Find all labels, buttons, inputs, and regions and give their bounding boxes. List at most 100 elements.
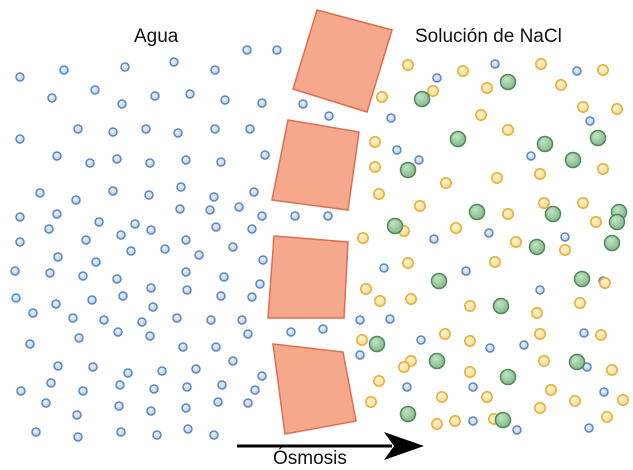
water-molecule xyxy=(99,315,109,325)
sodium-ion xyxy=(481,82,493,94)
water-molecule xyxy=(144,190,154,200)
water-molecule xyxy=(211,342,221,352)
chloride-ion xyxy=(608,213,626,231)
water-molecule xyxy=(182,382,192,392)
water-molecule xyxy=(194,250,204,260)
water-molecule xyxy=(243,398,253,408)
water-molecule xyxy=(181,267,191,277)
water-molecule xyxy=(402,382,412,392)
water-molecule xyxy=(16,386,26,396)
water-molecule xyxy=(205,205,215,215)
water-molecule xyxy=(429,234,439,244)
sodium-ion xyxy=(365,396,377,408)
water-molecule xyxy=(150,91,160,101)
water-molecule xyxy=(560,232,570,242)
chloride-ion xyxy=(449,130,467,148)
sodium-ion xyxy=(535,58,547,70)
water-molecule xyxy=(323,211,333,221)
water-molecule xyxy=(216,291,226,301)
water-molecule xyxy=(116,230,126,240)
water-molecule xyxy=(209,192,219,202)
water-molecule xyxy=(210,65,220,75)
water-molecule xyxy=(468,416,478,426)
water-molecule xyxy=(519,340,529,350)
sodium-ion xyxy=(577,101,589,113)
water-molecule xyxy=(250,385,260,395)
water-molecule xyxy=(172,313,182,323)
sodium-ion xyxy=(502,124,514,136)
water-molecule xyxy=(247,224,257,234)
water-molecule xyxy=(181,155,191,165)
water-molecule xyxy=(10,266,20,276)
water-molecule xyxy=(584,423,594,433)
sodium-ion xyxy=(538,355,550,367)
water-molecule xyxy=(28,308,38,318)
water-molecule xyxy=(217,380,227,390)
sodium-ion xyxy=(464,366,476,378)
water-molecule xyxy=(490,59,500,69)
sodium-ion xyxy=(436,391,448,403)
water-molecule xyxy=(526,151,536,161)
chloride-ion xyxy=(528,238,546,256)
sodium-ion xyxy=(398,361,410,373)
water-molecule xyxy=(242,45,252,55)
water-molecule xyxy=(149,384,159,394)
water-molecule xyxy=(59,65,69,75)
water-molecule xyxy=(145,331,155,341)
water-molecule xyxy=(108,186,118,196)
water-molecule xyxy=(78,386,88,396)
chloride-ion xyxy=(368,335,386,353)
water-molecule xyxy=(286,327,296,337)
water-molecule xyxy=(255,279,265,289)
water-molecule xyxy=(318,324,328,334)
water-molecule xyxy=(247,292,257,302)
water-molecule xyxy=(137,317,147,327)
water-molecule xyxy=(145,158,155,168)
water-molecule xyxy=(52,209,62,219)
water-molecule xyxy=(249,187,259,197)
water-molecule xyxy=(35,188,45,198)
sodium-ion xyxy=(597,163,609,175)
sodium-ion xyxy=(373,188,385,200)
water-molecule xyxy=(414,155,424,165)
water-molecule xyxy=(572,66,582,76)
sodium-ion xyxy=(577,197,589,209)
sodium-ion xyxy=(402,59,414,71)
water-molecule xyxy=(245,124,255,134)
sodium-ion xyxy=(559,244,571,256)
water-molecule xyxy=(213,397,223,407)
water-molecule xyxy=(206,315,216,325)
chloride-ion xyxy=(494,411,512,429)
sodium-ion xyxy=(489,256,501,268)
sodium-ion xyxy=(405,293,417,305)
water-molecule xyxy=(157,366,167,376)
water-molecule xyxy=(94,217,104,227)
water-molecule xyxy=(185,89,195,99)
water-molecule xyxy=(46,378,56,388)
sodium-ion xyxy=(555,79,567,91)
chloride-ion xyxy=(399,405,417,423)
water-label: Agua xyxy=(134,26,179,47)
water-molecule xyxy=(512,425,522,435)
chloride-ion xyxy=(589,129,607,147)
chloride-ions xyxy=(368,73,628,429)
water-molecule xyxy=(355,350,365,360)
sodium-ion xyxy=(431,418,443,430)
water-molecule xyxy=(148,302,158,312)
water-molecule xyxy=(468,382,478,392)
sodium-ion xyxy=(475,109,487,121)
sodium-ion xyxy=(617,394,629,406)
water-molecule xyxy=(485,343,495,353)
semipermeable-membrane xyxy=(267,9,393,435)
sodium-ion xyxy=(491,172,503,184)
sodium-ion xyxy=(538,197,550,209)
water-molecule xyxy=(257,211,267,221)
water-molecule xyxy=(234,202,244,212)
water-molecule xyxy=(51,299,61,309)
water-molecule xyxy=(90,85,100,95)
water-molecule xyxy=(73,124,83,134)
sodium-ion xyxy=(373,375,385,387)
water-molecule xyxy=(290,211,300,221)
water-molecule xyxy=(385,314,395,324)
